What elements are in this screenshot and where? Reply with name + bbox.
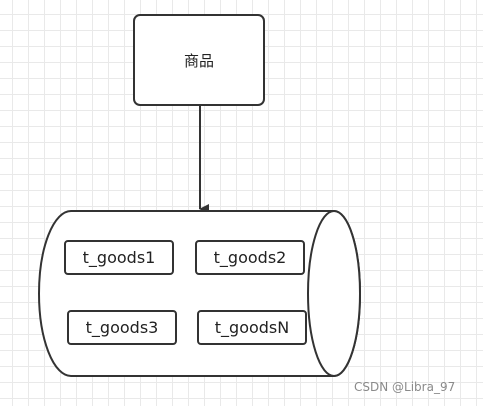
table-box-t-goods2[interactable]: t_goods2	[195, 240, 305, 275]
table-label: t_goods1	[83, 248, 156, 268]
database-cylinder[interactable]	[38, 210, 361, 377]
table-box-t-goodsN[interactable]: t_goodsN	[197, 310, 307, 345]
product-node-label: 商品	[184, 52, 214, 70]
table-label: t_goodsN	[215, 318, 289, 338]
table-label: t_goods2	[214, 248, 287, 268]
table-box-t-goods1[interactable]: t_goods1	[64, 240, 174, 275]
product-node[interactable]: 商品	[133, 14, 265, 106]
watermark: CSDN @Libra_97	[354, 380, 456, 394]
table-label: t_goods3	[86, 318, 159, 338]
table-box-t-goods3[interactable]: t_goods3	[67, 310, 177, 345]
cylinder-end-face	[307, 210, 361, 377]
